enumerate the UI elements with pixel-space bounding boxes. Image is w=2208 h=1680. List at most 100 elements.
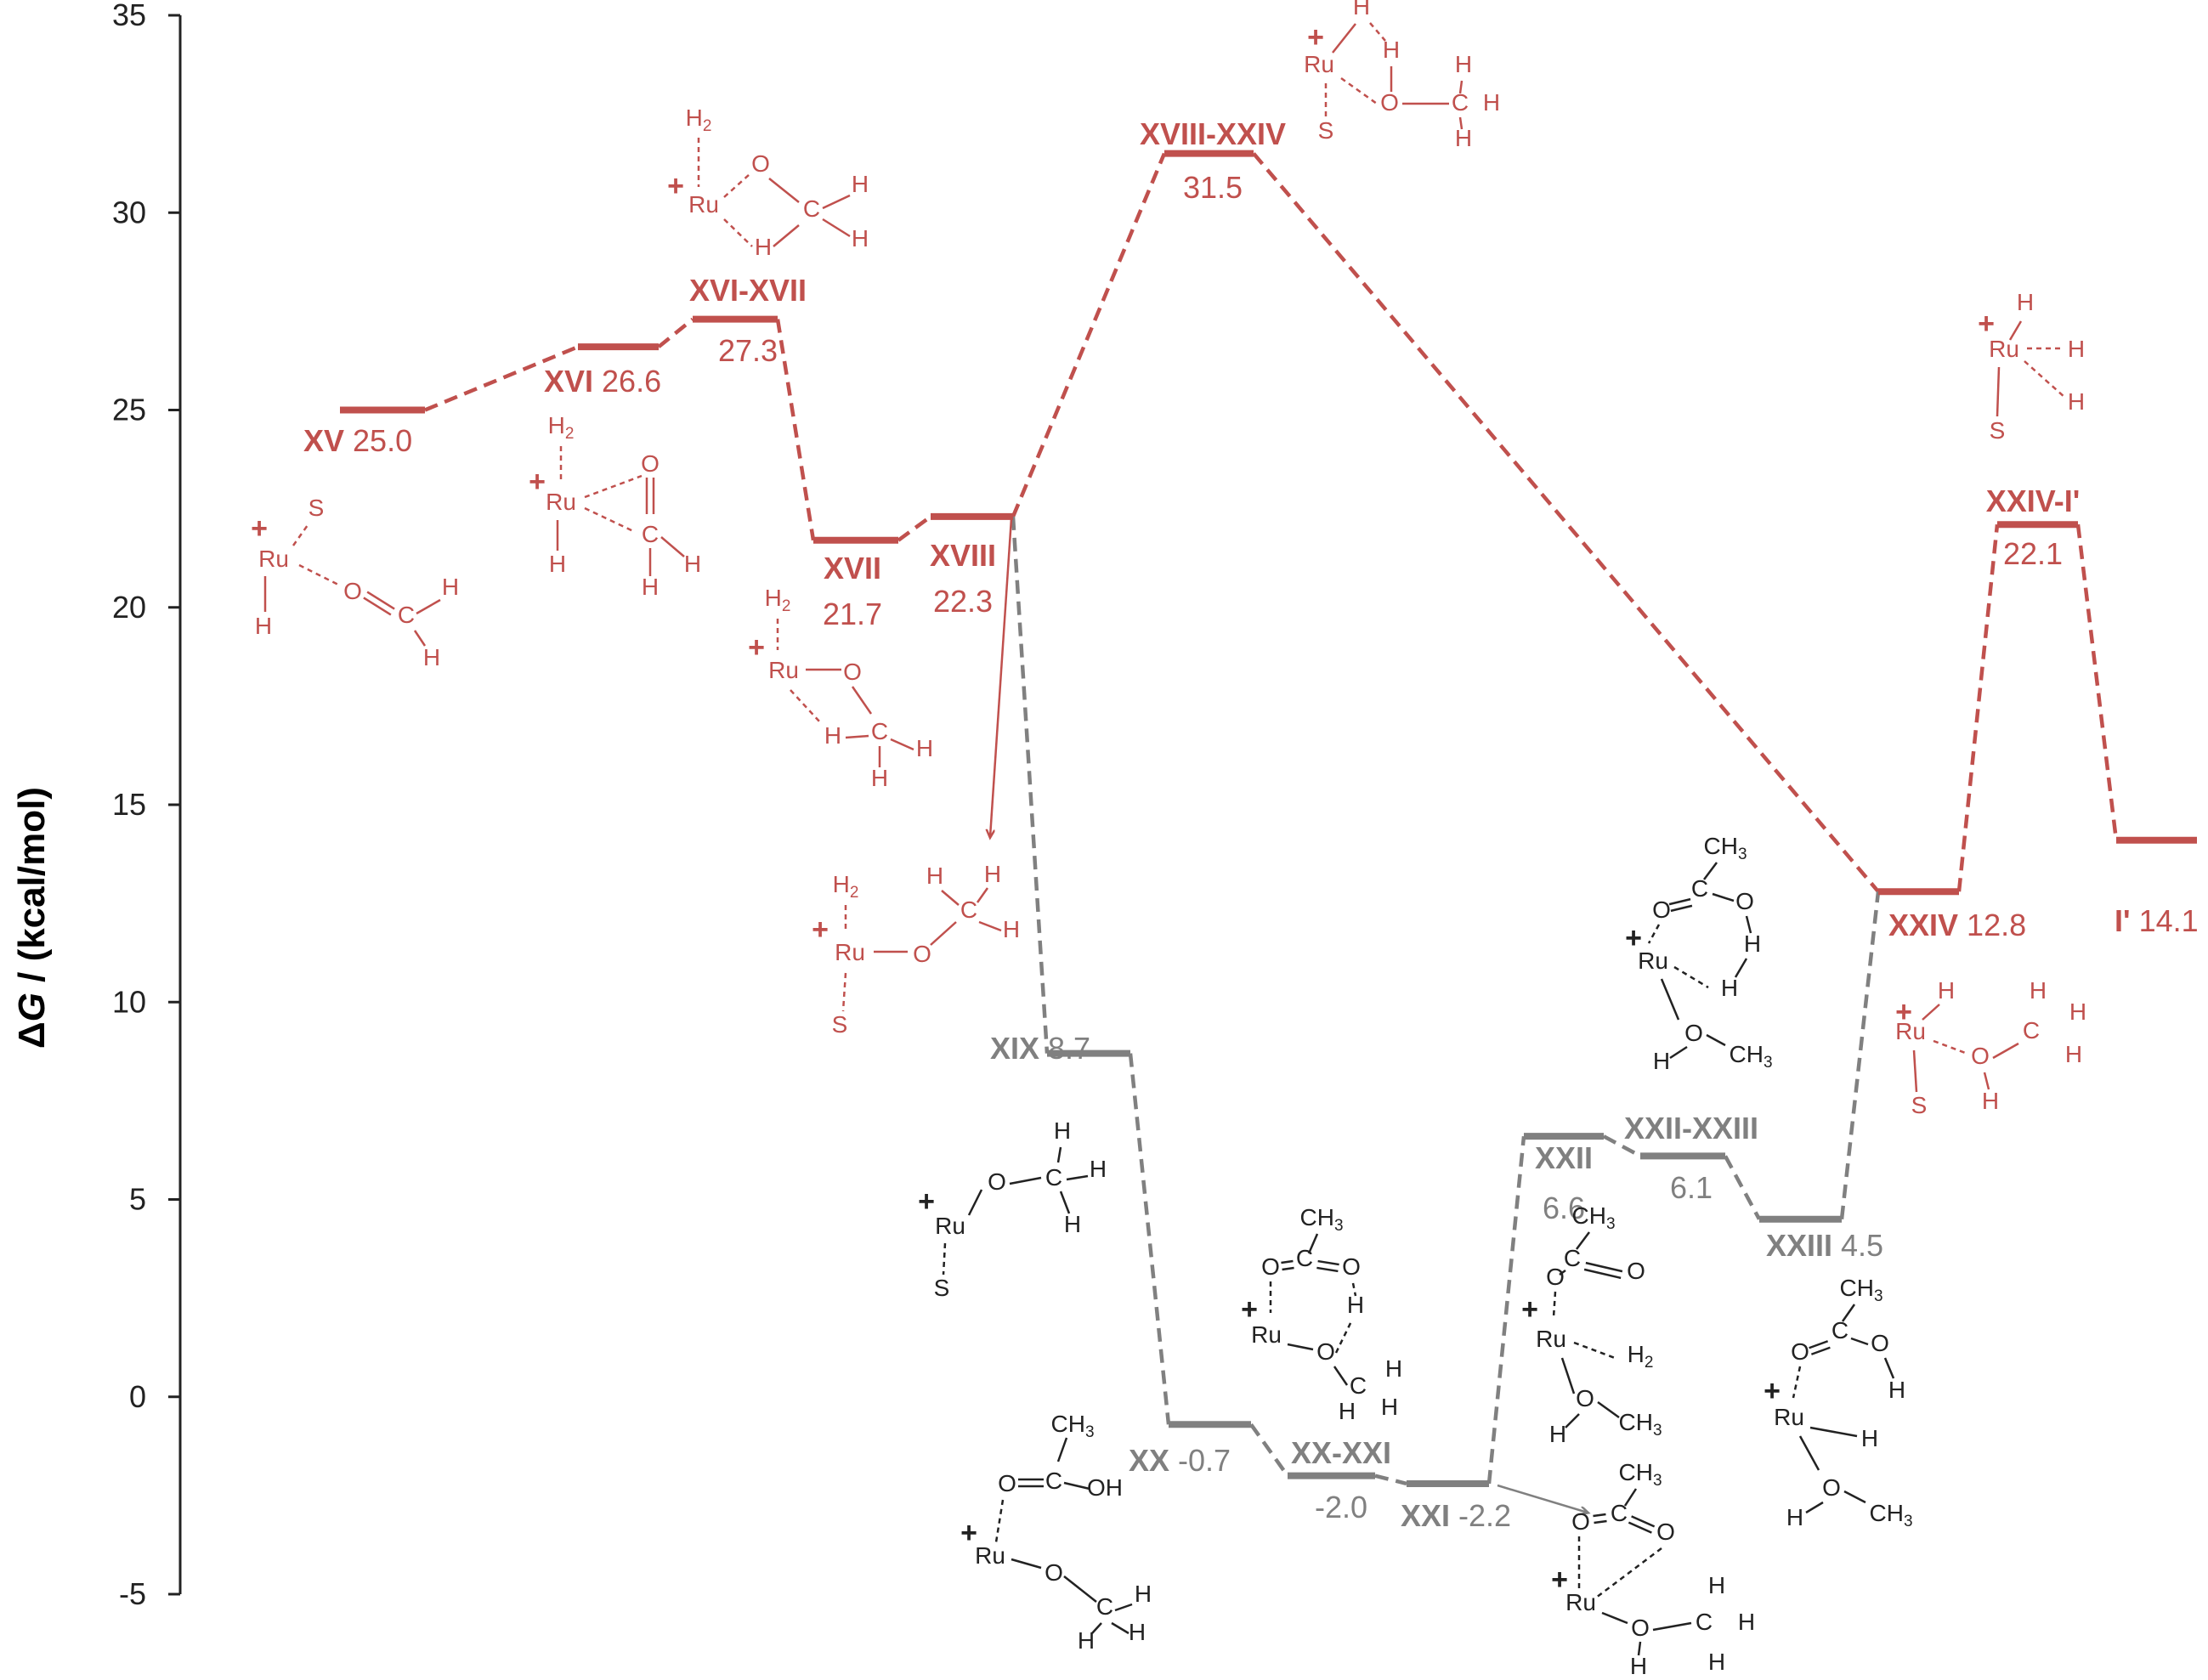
atom-label: H: [1129, 1619, 1146, 1645]
connectors: [424, 152, 2119, 1486]
atom-label: O: [1971, 1043, 1990, 1069]
atom-label: H: [852, 171, 869, 197]
atom-label: S: [309, 495, 325, 521]
connector-XXII-to-XXII-XXIII: [1602, 1134, 1642, 1158]
y-tick-label: 0: [129, 1379, 146, 1414]
bond: [298, 563, 339, 586]
y-tick-label: -5: [119, 1576, 146, 1611]
atom-label: H: [1786, 1504, 1803, 1530]
bond: [768, 178, 800, 203]
atom-label: Ru: [258, 546, 289, 572]
atom-label: O: [1822, 1474, 1841, 1501]
bond: [1734, 958, 1748, 978]
bond: [1573, 1341, 1616, 1360]
atom-label: S: [1318, 117, 1334, 144]
state-label-XX: XX-0.7: [1129, 1443, 1231, 1478]
atom-label: O: [1652, 897, 1671, 923]
atom-label: H: [442, 574, 459, 600]
bond: [1850, 1337, 1869, 1346]
bond: [1841, 1304, 1856, 1322]
atom-label: C: [1296, 1245, 1313, 1271]
atom-label: Ru: [1536, 1326, 1566, 1352]
atom-label: Ru: [768, 657, 799, 683]
atom-label: H: [1549, 1421, 1566, 1447]
atom-label: O: [1735, 888, 1754, 914]
atom-label: H: [1630, 1653, 1647, 1679]
atom-label: O: [913, 941, 931, 967]
y-tick-label: 20: [112, 590, 146, 625]
atom-label: H: [2068, 336, 2085, 362]
pathway-arrows: [990, 518, 1588, 1513]
charge-plus: +: [748, 631, 765, 664]
state-value-XVI-XVII: 27.3: [718, 333, 778, 368]
state-value-XVII: 21.7: [823, 597, 882, 631]
atom-label: C: [398, 602, 415, 628]
bond: [1594, 1519, 1607, 1524]
atom-label: CH3: [1299, 1204, 1343, 1235]
bond: [292, 524, 309, 546]
bond: [1805, 1501, 1824, 1514]
y-tick-label: 15: [112, 787, 146, 822]
bond: [1559, 1269, 1566, 1276]
atom-label: O: [1576, 1385, 1594, 1411]
atom-label: C: [1350, 1372, 1367, 1399]
bond: [1623, 1488, 1638, 1507]
atom-label: H: [1064, 1211, 1081, 1237]
bond: [1059, 1191, 1071, 1214]
atom-label: H: [549, 551, 566, 577]
bond: [890, 738, 914, 751]
bond: [822, 218, 851, 238]
connector-XXII-XXIII-to-XXIII: [1724, 1155, 1761, 1220]
atom-label: O: [751, 150, 770, 177]
y-tick-label: 35: [112, 0, 146, 32]
atom-label: C: [2023, 1017, 2040, 1044]
atom-label: OH: [1087, 1474, 1123, 1501]
bond: [1583, 1268, 1622, 1280]
bond: [1585, 1261, 1623, 1273]
atom-label: H: [2017, 289, 2034, 315]
bond: [1652, 1621, 1692, 1632]
state-name-XX-XXI: XX-XXI: [1291, 1435, 1391, 1470]
bond: [1792, 1366, 1802, 1399]
connector-XVIII-to-XVIII-XXIV: [1011, 152, 1167, 518]
bond: [1703, 862, 1718, 880]
atom-label: Ru: [688, 191, 719, 218]
state-value: -0.7: [1178, 1443, 1231, 1478]
bond: [1066, 1174, 1089, 1181]
atom-label: O: [343, 578, 362, 604]
bond: [1647, 924, 1661, 944]
bond: [1601, 1611, 1628, 1625]
atom-label: H: [1135, 1581, 1152, 1607]
bond: [1595, 1547, 1662, 1598]
state-name: XXIV: [1888, 908, 1958, 942]
atom-label: H: [2069, 998, 2086, 1025]
atom-label: H: [1708, 1649, 1725, 1675]
bond: [584, 474, 643, 499]
bond: [930, 921, 957, 946]
bond: [1114, 1603, 1133, 1612]
bond: [941, 890, 960, 906]
bond: [1593, 1513, 1606, 1518]
atom-label: O: [1656, 1519, 1675, 1545]
atom-label: H: [2065, 1041, 2082, 1067]
bond: [851, 686, 873, 715]
atom-label: H: [871, 765, 888, 791]
bond: [1560, 1357, 1576, 1394]
connector-XVI-XVII-to-XVII: [775, 319, 816, 541]
atom-label: Ru: [975, 1542, 1005, 1569]
bond: [1369, 22, 1386, 42]
bond: [1798, 1435, 1820, 1471]
atom-label: C: [1691, 875, 1708, 902]
atom-label: H2: [833, 871, 859, 902]
bond: [1009, 1176, 1042, 1185]
bond: [584, 506, 634, 533]
